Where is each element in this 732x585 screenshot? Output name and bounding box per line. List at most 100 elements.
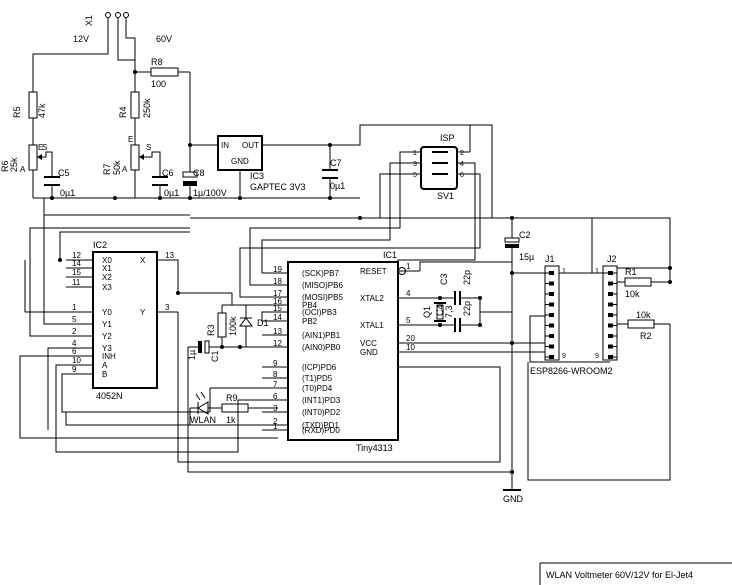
r7-value: 50k (112, 160, 122, 175)
ic1-part: Tiny4313 (356, 443, 393, 453)
j2-pin-marker (608, 271, 613, 275)
j1-pin-marker (549, 313, 554, 317)
ic2-pin-number: 11 (72, 278, 81, 287)
ic2-pin-name: Y3 (102, 344, 112, 353)
c1-value: 1µ (187, 350, 197, 360)
ic2-pin-name: Y2 (102, 332, 112, 341)
j2-pin-marker (608, 334, 613, 338)
ic2-pin-number: 9 (72, 365, 77, 374)
x1-12v-label: 12V (73, 34, 89, 44)
c3-ref: C3 (439, 273, 449, 285)
wires-ic1-right (177, 217, 610, 490)
ic2-ref: IC2 (93, 240, 107, 250)
x1-60v-label: 60V (156, 34, 172, 44)
potentiometer-r7: E A S R7 50k (102, 135, 151, 175)
ic3-part: GAPTEC 3V3 (250, 182, 306, 192)
isp-pin-4: 4 (460, 161, 464, 168)
ic3-pin-out: OUT (242, 141, 259, 150)
header-j2: J2 1 9 (595, 254, 618, 361)
resistor-r9: R9 1k (221, 393, 278, 425)
ic1-pin-name: (AIN1)PB1 (302, 331, 341, 340)
ic1-pin-number: 10 (406, 343, 415, 352)
resistor-r5: R5 47k (12, 91, 47, 119)
gnd-symbol: GND (503, 489, 524, 504)
ic1-pin-name: (MISO)PB6 (302, 281, 343, 290)
j2-pin-last: 9 (595, 353, 599, 360)
mux-ic2: IC2 4052N (92, 240, 158, 401)
j1-pin-last: 9 (562, 353, 566, 360)
ic2-pin-number: 2 (72, 327, 77, 336)
j1-pin-marker (549, 323, 554, 328)
r2-ref: R2 (640, 331, 652, 341)
capacitor-c5: C5 0µ1 (44, 168, 75, 198)
c7-value: 0µ1 (330, 181, 345, 191)
c6-ref: C6 (162, 168, 174, 178)
j2-pin-marker (608, 302, 613, 307)
isp-pin-5: 5 (413, 172, 417, 179)
capacitor-c8: C8 1µ/100V (182, 168, 227, 198)
isp-ref: ISP (440, 133, 455, 143)
r3-ref: R3 (206, 324, 216, 336)
x1-label: X1 (84, 15, 94, 26)
diode-d1: D1 (239, 305, 269, 347)
ic2-pin-name: X2 (102, 273, 112, 282)
c7-ref: C7 (330, 158, 342, 168)
ic2-pin-name: Y0 (102, 308, 112, 317)
potentiometer-r6: E A S R6 25k (0, 143, 47, 174)
ic2-pin-number: 13 (165, 251, 174, 260)
r2-value: 10k (636, 310, 651, 320)
j1-pin-marker (549, 355, 554, 359)
d1-ref: D1 (257, 318, 269, 328)
ic1-pin-number: 3 (273, 404, 278, 413)
ic1-pin-number: 9 (273, 359, 278, 368)
ic2-pin-name: X3 (102, 283, 112, 292)
ic1-pin-number: 18 (273, 277, 282, 286)
ic1-pin-name: (OCI)PB3 (302, 308, 337, 317)
isp-sub: SV1 (437, 191, 454, 201)
led-wlan: WLAN (189, 391, 222, 425)
crystal-q1: Q1 7,3 (422, 302, 454, 322)
j2-pin-marker (608, 313, 613, 317)
capacitor-c3: C3 22p (439, 270, 472, 305)
j2-ref: J2 (607, 254, 617, 264)
capacitor-c4: C4 22p (435, 301, 472, 332)
j1-pin-marker (549, 334, 554, 338)
ic1-pin-name: GND (360, 348, 378, 357)
connector-x1: X1 12V 60V (73, 12, 172, 44)
ic1-pin-number: 6 (273, 392, 278, 401)
r7-pin-s: S (146, 143, 151, 152)
r4-value: 250k (142, 98, 152, 118)
ic1-pin-number: 13 (273, 327, 282, 336)
ic2-pin-name: A (102, 361, 108, 370)
isp-pin-2: 2 (460, 150, 464, 157)
ic1-pin-number: 8 (273, 370, 278, 379)
r1-value: 10k (625, 289, 640, 299)
r6-pin-a: A (20, 165, 26, 174)
wires-ic2 (19, 198, 278, 453)
j1-pin-marker (549, 271, 554, 275)
c4-ref: C4 (435, 304, 445, 316)
c2-value: 15µ (519, 252, 534, 262)
gnd-label: GND (503, 494, 524, 504)
ic1-pin-name: (INT1)PD3 (302, 396, 341, 405)
wires-j2 (527, 217, 671, 481)
ic2-pin-name: X0 (102, 256, 112, 265)
ic1-pin-name: VCC (360, 339, 377, 348)
ic1-pin-name: (INT0)PD2 (302, 408, 341, 417)
j2-pin-marker (608, 281, 613, 286)
j1-pin-marker (549, 344, 554, 349)
c4-value: 22p (462, 301, 472, 316)
regulator-ic3: IN OUT GND IC3 GAPTEC 3V3 (217, 135, 306, 192)
ic1-pin-name: (MOSI)PB5 (302, 293, 343, 302)
ic3-ref: IC3 (250, 171, 264, 181)
r8-ref: R8 (151, 57, 163, 67)
ic1-pin-number: 12 (273, 339, 282, 348)
r3-value: 100k (228, 316, 238, 336)
isp-pin-3: 3 (413, 161, 417, 168)
j1-pin-first: 1 (562, 268, 566, 275)
isp-header: ISP SV1 1 3 5 2 4 6 (413, 133, 464, 201)
j2-pin-marker (608, 344, 613, 349)
c6-value: 0µ1 (164, 188, 179, 198)
